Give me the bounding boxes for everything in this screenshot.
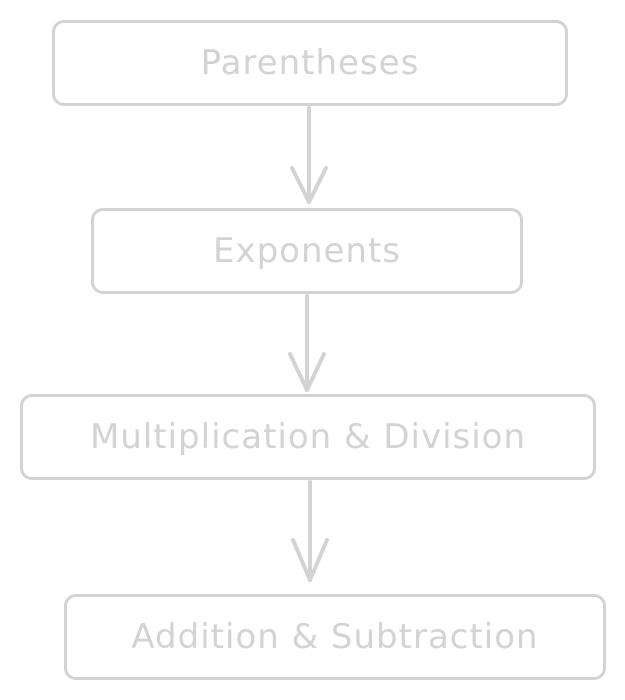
- arrow-exponents-to-multiplication: [288, 294, 326, 392]
- node-multiplication-division: Multiplication & Division: [20, 394, 596, 480]
- node-label: Exponents: [212, 231, 402, 271]
- node-label: Parentheses: [200, 43, 420, 83]
- node-parentheses: Parentheses: [52, 20, 568, 106]
- node-label: Addition & Subtraction: [131, 617, 539, 657]
- node-addition-subtraction: Addition & Subtraction: [64, 594, 606, 680]
- arrow-head: [290, 166, 328, 204]
- arrow-head: [288, 352, 326, 392]
- arrow-head: [291, 538, 329, 582]
- arrow-multiplication-to-addition: [291, 480, 329, 582]
- arrow-parentheses-to-exponents: [290, 106, 328, 204]
- node-label: Multiplication & Division: [89, 417, 527, 457]
- node-exponents: Exponents: [91, 208, 523, 294]
